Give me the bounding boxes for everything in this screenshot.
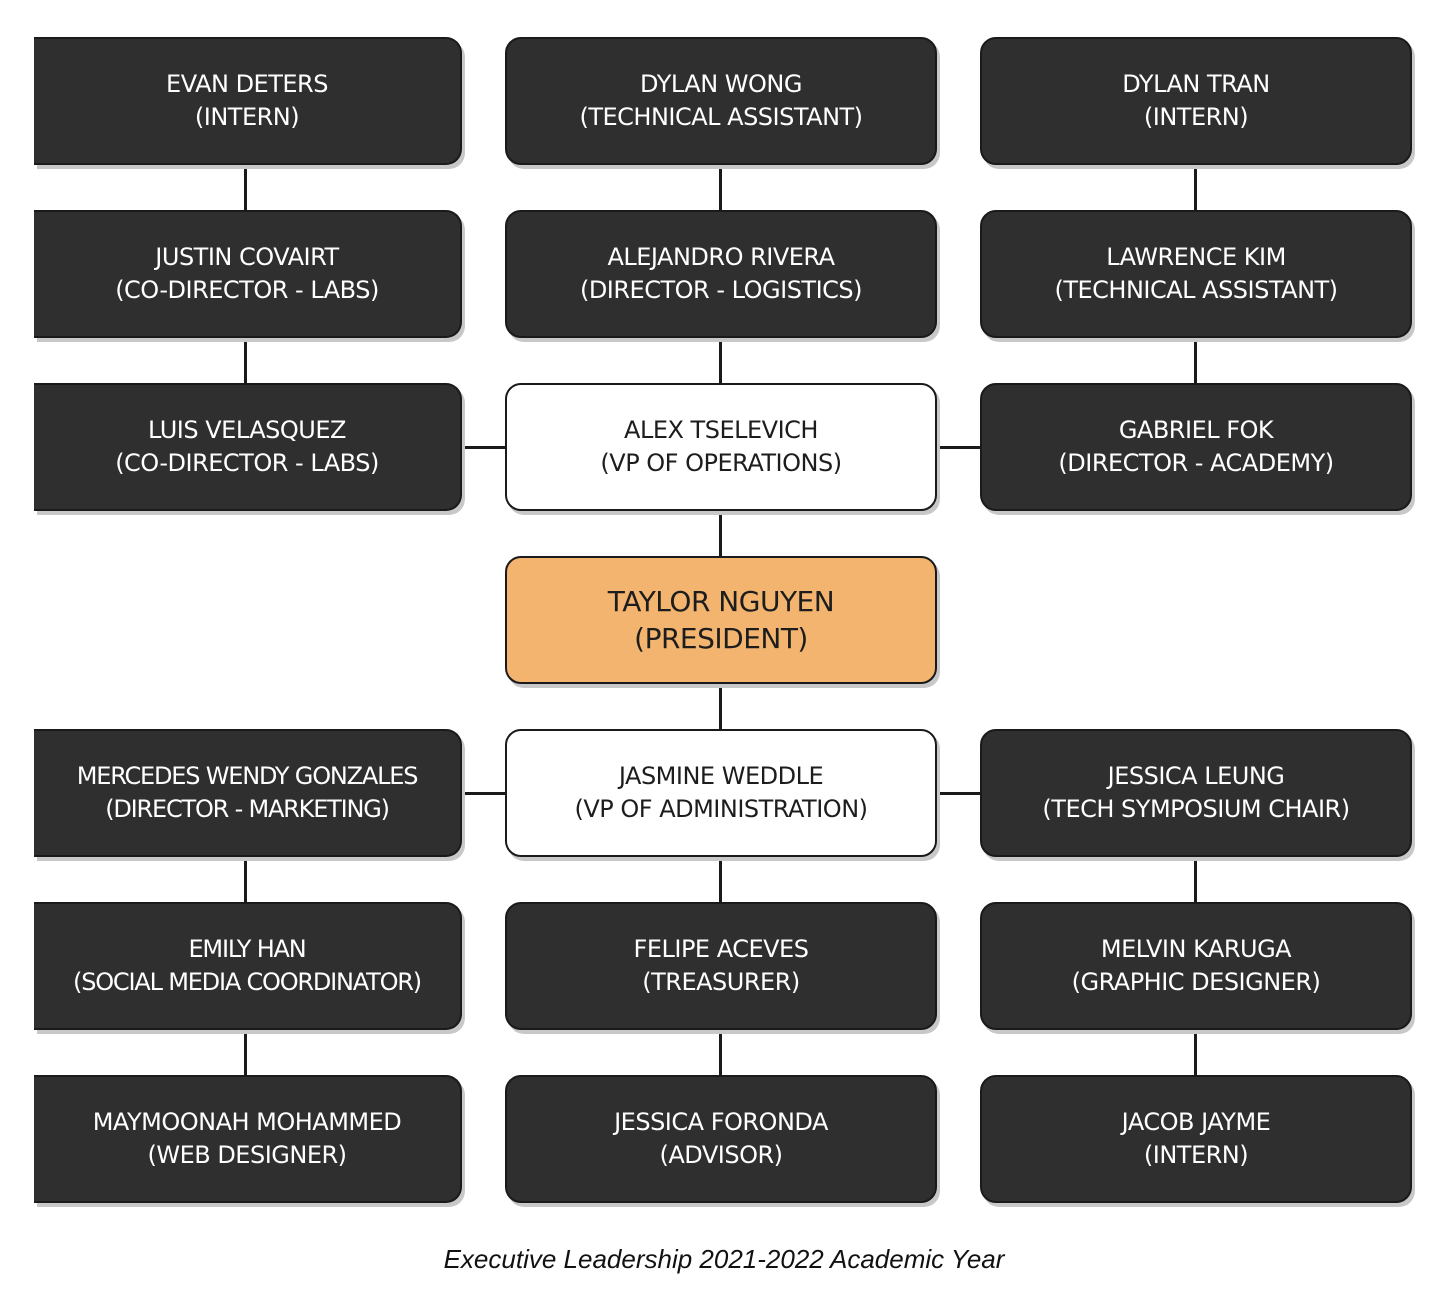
node-role: (GRAPHIC DESIGNER) bbox=[1071, 968, 1321, 996]
node-name: ALEJANDRO RIVERA bbox=[607, 243, 835, 271]
node-role: (WEB DESIGNER) bbox=[147, 1141, 347, 1169]
connector-wong-alejandro bbox=[719, 166, 722, 210]
node-name: JASMINE WEDDLE bbox=[618, 762, 824, 790]
connector-emily-maymoonah bbox=[244, 1031, 247, 1075]
node-name: MELVIN KARUGA bbox=[1100, 935, 1292, 963]
node-role: (TECHNICAL ASSISTANT) bbox=[1054, 276, 1338, 304]
node-role: (DIRECTOR - MARKETING) bbox=[105, 795, 390, 823]
node-name: LUIS VELASQUEZ bbox=[148, 416, 346, 444]
node-name: FELIPE ACEVES bbox=[633, 935, 809, 963]
node-jessica-leung: JESSICA LEUNG (TECH SYMPOSIUM CHAIR) bbox=[980, 729, 1412, 857]
node-role: (INTERN) bbox=[1143, 1141, 1249, 1169]
node-name: MAYMOONAH MOHAMMED bbox=[92, 1108, 402, 1136]
node-name: MERCEDES WENDY GONZALES bbox=[76, 762, 419, 790]
node-dylan-wong: DYLAN WONG (TECHNICAL ASSISTANT) bbox=[505, 37, 937, 165]
node-lawrence-kim: LAWRENCE KIM (TECHNICAL ASSISTANT) bbox=[980, 210, 1412, 338]
connector-alejandro-alex bbox=[719, 339, 722, 383]
node-role: (PRESIDENT) bbox=[634, 622, 808, 655]
connector-lawrence-gabriel bbox=[1194, 339, 1197, 383]
node-felipe-aceves: FELIPE ACEVES (TREASURER) bbox=[505, 902, 937, 1030]
node-jasmine-weddle: JASMINE WEDDLE (VP OF ADMINISTRATION) bbox=[505, 729, 937, 857]
node-role: (CO-DIRECTOR - LABS) bbox=[115, 276, 379, 304]
node-role: (CO-DIRECTOR - LABS) bbox=[115, 449, 379, 477]
node-name: DYLAN WONG bbox=[640, 70, 802, 98]
node-maymoonah-mohammed: MAYMOONAH MOHAMMED (WEB DESIGNER) bbox=[34, 1075, 462, 1203]
node-role: (DIRECTOR - LOGISTICS) bbox=[579, 276, 863, 304]
connector-mercedes-jasmine bbox=[461, 792, 505, 795]
node-role: (TECHNICAL ASSISTANT) bbox=[579, 103, 863, 131]
node-role: (INTERN) bbox=[1143, 103, 1249, 131]
figure-caption: Executive Leadership 2021-2022 Academic … bbox=[443, 1244, 1005, 1274]
node-role: (VP OF ADMINISTRATION) bbox=[574, 795, 868, 823]
node-name: JESSICA LEUNG bbox=[1107, 762, 1285, 790]
node-name: EMILY HAN bbox=[188, 935, 306, 963]
node-name: GABRIEL FOK bbox=[1118, 416, 1274, 444]
node-name: JACOB JAYME bbox=[1121, 1108, 1271, 1136]
connector-evan-justin bbox=[244, 166, 247, 210]
node-alex-tselevich: ALEX TSELEVICH (VP OF OPERATIONS) bbox=[505, 383, 937, 511]
org-chart: EVAN DETERS (INTERN) DYLAN WONG (TECHNIC… bbox=[34, 37, 1412, 1203]
connector-tran-lawrence bbox=[1194, 166, 1197, 210]
node-role: (TREASURER) bbox=[642, 968, 800, 996]
connector-melvin-jacob bbox=[1194, 1031, 1197, 1075]
node-alejandro-rivera: ALEJANDRO RIVERA (DIRECTOR - LOGISTICS) bbox=[505, 210, 937, 338]
node-jessica-foronda: JESSICA FORONDA (ADVISOR) bbox=[505, 1075, 937, 1203]
node-name: JUSTIN COVAIRT bbox=[155, 243, 339, 271]
node-gabriel-fok: GABRIEL FOK (DIRECTOR - ACADEMY) bbox=[980, 383, 1412, 511]
node-name: LAWRENCE KIM bbox=[1106, 243, 1286, 271]
node-name: JESSICA FORONDA bbox=[614, 1108, 828, 1136]
connector-taylor-jasmine bbox=[719, 685, 722, 729]
node-name: ALEX TSELEVICH bbox=[624, 416, 818, 444]
node-role: (DIRECTOR - ACADEMY) bbox=[1058, 449, 1334, 477]
node-dylan-tran: DYLAN TRAN (INTERN) bbox=[980, 37, 1412, 165]
connector-felipe-foronda bbox=[719, 1031, 722, 1075]
node-emily-han: EMILY HAN (SOCIAL MEDIA COORDINATOR) bbox=[34, 902, 462, 1030]
node-luis-velasquez: LUIS VELASQUEZ (CO-DIRECTOR - LABS) bbox=[34, 383, 462, 511]
connector-mercedes-emily bbox=[244, 858, 247, 902]
node-role: (TECH SYMPOSIUM CHAIR) bbox=[1042, 795, 1350, 823]
node-name: EVAN DETERS bbox=[166, 70, 328, 98]
connector-jasmine-leung bbox=[936, 792, 980, 795]
node-mercedes-wendy-gonzales: MERCEDES WENDY GONZALES (DIRECTOR - MARK… bbox=[34, 729, 462, 857]
connector-jasmine-felipe bbox=[719, 858, 722, 902]
node-jacob-jayme: JACOB JAYME (INTERN) bbox=[980, 1075, 1412, 1203]
connector-alex-taylor bbox=[719, 512, 722, 556]
node-justin-covairt: JUSTIN COVAIRT (CO-DIRECTOR - LABS) bbox=[34, 210, 462, 338]
node-role: (INTERN) bbox=[194, 103, 300, 131]
node-name: DYLAN TRAN bbox=[1122, 70, 1270, 98]
connector-leung-melvin bbox=[1194, 858, 1197, 902]
node-name: TAYLOR NGUYEN bbox=[607, 585, 835, 618]
node-taylor-nguyen: TAYLOR NGUYEN (PRESIDENT) bbox=[505, 556, 937, 684]
connector-luis-alex bbox=[461, 446, 505, 449]
connector-justin-luis bbox=[244, 339, 247, 383]
node-melvin-karuga: MELVIN KARUGA (GRAPHIC DESIGNER) bbox=[980, 902, 1412, 1030]
node-role: (SOCIAL MEDIA COORDINATOR) bbox=[73, 968, 422, 996]
connector-alex-gabriel bbox=[936, 446, 980, 449]
node-evan-deters: EVAN DETERS (INTERN) bbox=[34, 37, 462, 165]
node-role: (ADVISOR) bbox=[659, 1141, 784, 1169]
node-role: (VP OF OPERATIONS) bbox=[600, 449, 842, 477]
